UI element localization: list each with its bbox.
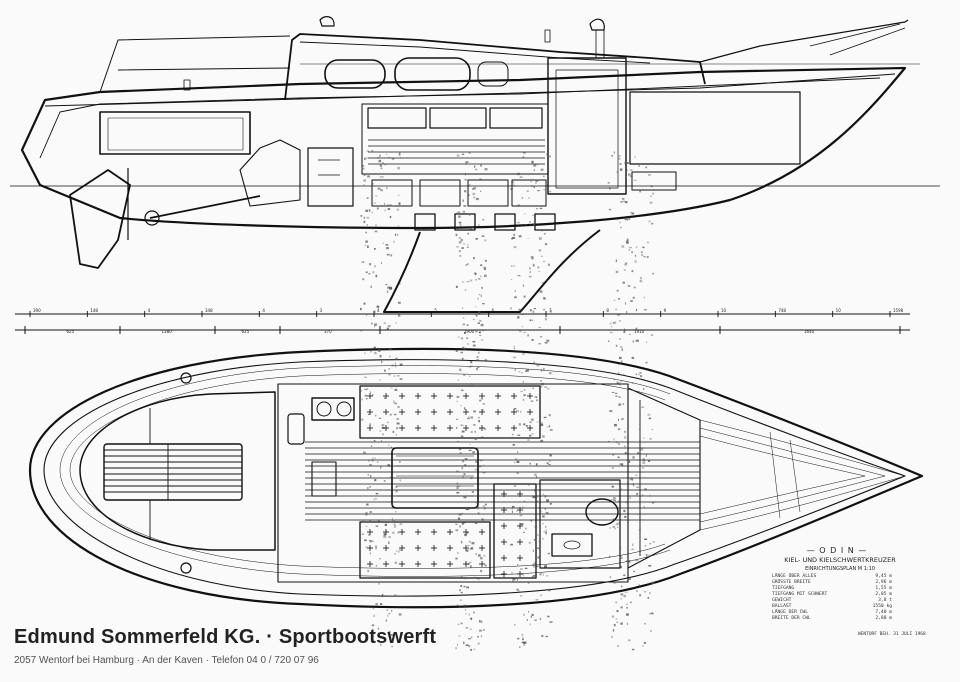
rudder [69, 169, 131, 269]
berth-port [359, 385, 541, 439]
cabin-window [324, 59, 386, 89]
hull-profile [20, 66, 907, 230]
toilet [585, 498, 619, 526]
washbasin [551, 533, 593, 557]
cockpit [79, 391, 276, 551]
boat-subtitle: KIEL- UND KIELSCHWERTKREUZER [784, 556, 896, 564]
scale-label: 3 [320, 308, 323, 313]
spec-row: LÄNGE DER CWL 7,40 m [772, 610, 892, 615]
hull-plan-outline [28, 347, 924, 609]
spec-value: 7,40 m [875, 610, 892, 615]
scale-label: 4 [377, 308, 380, 313]
boat-name: — O D I N — [806, 546, 868, 555]
spec-label: TIEFGANG [772, 586, 795, 591]
spec-label: GEWICHT [772, 598, 792, 603]
berth-starboard [359, 521, 491, 579]
spec-label: LÄNGE DER CWL [772, 610, 808, 615]
scale-label: 1380 [162, 329, 173, 334]
spec-value: 2,80 m [875, 616, 892, 621]
scale-label: 370 [324, 329, 332, 334]
spec-label: BALLAST [772, 604, 792, 609]
spec-value: 2,96 m [875, 580, 892, 585]
spec-row: BREITE DER CWL 2,80 m [772, 616, 892, 621]
spec-label: TIEFGANG MIT SCHWERT [772, 592, 828, 597]
scale-label: 1900 [464, 329, 475, 334]
date-stamp: WENTORF BEH. 31 JULI 1968 [858, 632, 926, 637]
spec-value: 1550 kg [872, 604, 892, 609]
company-name: Edmund Sommerfeld KG. · Sportbootswerft [14, 626, 437, 648]
spec-label: LÄNGE ÜBER ALLES [772, 574, 817, 579]
spec-row: GRÖSSTE BREITE 2,96 m [772, 580, 892, 585]
spec-label: GRÖSSTE BREITE [772, 580, 811, 585]
spec-row: LÄNGE ÜBER ALLES 9,45 m [772, 574, 892, 579]
spec-row: TIEFGANG 1,55 m [772, 586, 892, 591]
cabin-sole-planking [305, 441, 700, 521]
scale-label: 1640 [804, 329, 815, 334]
scale-label: 4 [262, 308, 265, 313]
photocopy-noise [360, 150, 656, 652]
station-scale: 390 148 4 348 4 3 4 5 6 7 8 9 10 748 10 1598 625 1380 625… [15, 308, 910, 334]
cockpit-grating [104, 444, 242, 500]
spec-row: GEWICHT 3,8 t [772, 598, 892, 603]
scale-label: 1598 [893, 308, 904, 313]
spec-value: 1,55 m [875, 586, 892, 591]
scale-label: 10 [836, 308, 842, 313]
side-elevation [10, 16, 940, 313]
spec-value: 2,05 m [875, 592, 892, 597]
scale-label: 8 [606, 308, 609, 313]
galley-stove [311, 397, 355, 421]
saloon-table [391, 447, 479, 509]
plan-title: EINRICHTUNGSPLAN M 1:10 [805, 566, 875, 572]
settee-slats [368, 139, 545, 165]
scale-label: 625 [242, 329, 250, 334]
cabin-window [394, 57, 471, 91]
scale-label: 6 [492, 308, 495, 313]
spec-row: TIEFGANG MIT SCHWERT 2,05 m [772, 592, 892, 597]
scale-label: 7 [549, 308, 552, 313]
scale-label: 748 [778, 308, 786, 313]
engine [239, 139, 301, 207]
scale-label: 5 [434, 308, 437, 313]
spec-label: BREITE DER CWL [772, 616, 811, 621]
scale-label: 625 [67, 329, 75, 334]
spec-value: 3,8 t [878, 598, 892, 603]
scale-label: 390 [33, 308, 41, 313]
company-address: 2057 Wentorf bei Hamburg · An der Kaven … [14, 655, 319, 666]
spec-value: 9,45 m [875, 574, 892, 579]
keel [383, 229, 601, 313]
accommodation-plan [28, 347, 924, 609]
scale-label: 148 [90, 308, 98, 313]
scale-label: 10 [721, 308, 727, 313]
scale-label: 4 [148, 308, 151, 313]
cabin-top [284, 33, 706, 101]
spec-row: BALLAST 1550 kg [772, 604, 892, 609]
scale-label: 1910 [634, 329, 645, 334]
scale-label: 348 [205, 308, 213, 313]
scale-label: 9 [664, 308, 667, 313]
